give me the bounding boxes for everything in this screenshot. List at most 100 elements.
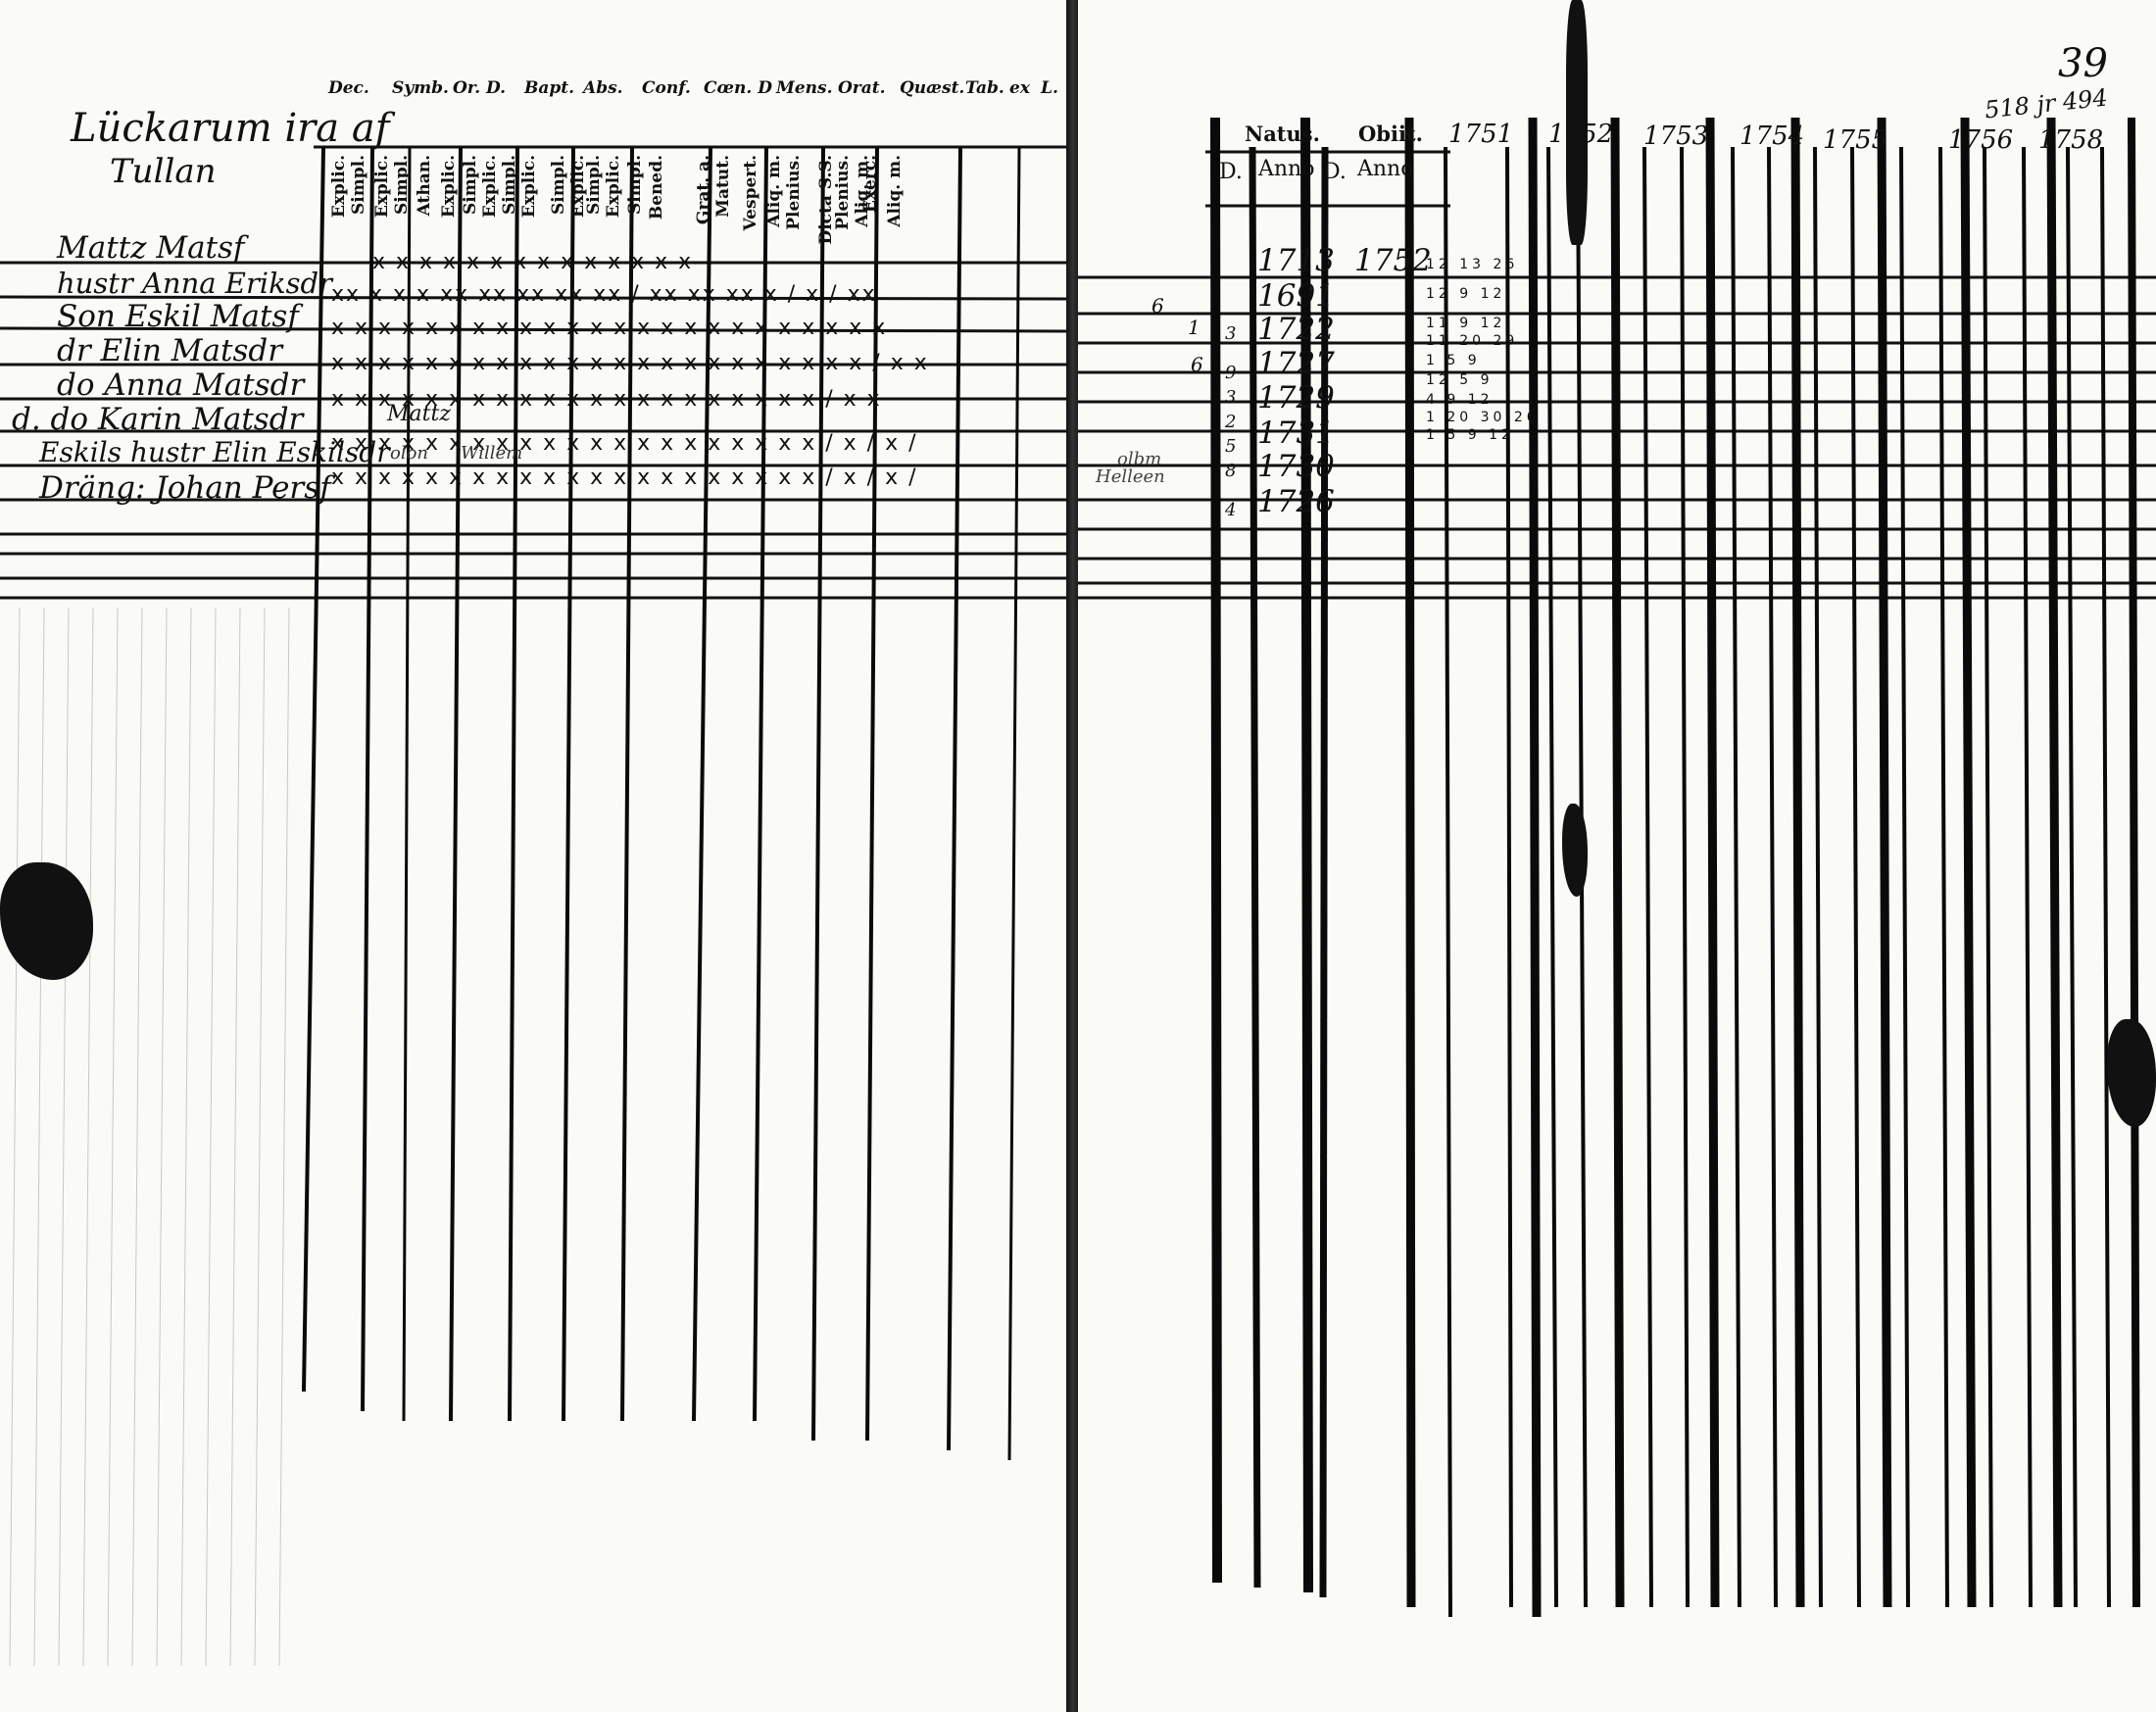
header-quaest: Quæst. bbox=[900, 78, 965, 98]
margin-note-1: olbm bbox=[1117, 449, 1162, 469]
right-ruling bbox=[1078, 117, 2156, 1618]
year-1758: 1758 bbox=[2038, 125, 2104, 155]
birth-year-7: 1730 bbox=[1257, 449, 1335, 484]
side-num-8: 4 bbox=[1225, 500, 1237, 520]
year-1753: 1753 bbox=[1643, 122, 1709, 151]
header-conf: Conf. bbox=[642, 78, 691, 98]
sub-header-6: Explic. bbox=[439, 155, 459, 219]
right-page: 39 518 jr 494 Natus. Obiit. D. Anno D. A… bbox=[1078, 0, 2156, 1712]
side-num-4: 3 bbox=[1225, 387, 1237, 408]
sub-header-3: Explic. bbox=[372, 155, 392, 219]
name-row-2: hustr Anna Eriksdr bbox=[57, 267, 332, 300]
header-tab: Tab. bbox=[965, 78, 1004, 98]
birth-year-2: 1691 bbox=[1257, 278, 1335, 314]
marks-row-4: x x x x x x x x x x x x x x x x x x x x … bbox=[331, 351, 929, 375]
header-or-d: Or. D. bbox=[453, 78, 507, 98]
name-row-8: Dräng: Johan Persf bbox=[39, 470, 331, 506]
header-coen-d: Cœn. D bbox=[704, 78, 772, 98]
sub-header-21: Plenius. bbox=[784, 155, 804, 230]
sub-header-9: Simpl. bbox=[500, 155, 519, 215]
marks-row-6: x x x x x x x x x x x x x x x x x x x x … bbox=[331, 431, 918, 456]
cell-row-8: 1 20 30 26 bbox=[1426, 410, 1540, 425]
page-damage bbox=[0, 862, 93, 980]
subheader-anno-natus: Anno bbox=[1258, 157, 1315, 181]
sub-header-2: Simpl. bbox=[349, 155, 368, 215]
sub-header-26: Aliq. m. bbox=[885, 155, 905, 227]
birth-day-4: 6 bbox=[1191, 353, 1203, 376]
sub-header-20: Aliq. m. bbox=[764, 155, 784, 227]
sub-header-23: Plenius. bbox=[833, 155, 853, 230]
sub-header-15: Simpl. bbox=[625, 155, 645, 215]
sub-header-19: Vespert. bbox=[741, 155, 760, 231]
cell-row-2: 12 9 12 bbox=[1426, 286, 1506, 302]
marks-row-7: x x x x x x x x x x x x x x x x x x x x … bbox=[331, 465, 918, 490]
subheader-d-obiit: D. bbox=[1323, 160, 1347, 184]
ink-stain-top bbox=[1566, 0, 1588, 245]
note-olon: olon bbox=[390, 443, 429, 464]
cell-row-1: 12 13 26 bbox=[1426, 257, 1519, 272]
name-row-7: Eskils hustr Elin Eskilsdr bbox=[39, 436, 390, 468]
sub-header-10: Explic. bbox=[519, 155, 539, 219]
birth-year-8: 1726 bbox=[1257, 484, 1335, 519]
sub-header-5: Athan. bbox=[415, 155, 434, 217]
sub-header-11: Simpl. bbox=[549, 155, 568, 215]
cell-row-7: 4 9 12 bbox=[1426, 392, 1494, 408]
header-dec: Dec. bbox=[328, 78, 369, 98]
cell-row-5: 1 5 9 bbox=[1426, 353, 1481, 368]
sub-header-8: Explic. bbox=[480, 155, 500, 219]
side-num-7: 8 bbox=[1225, 461, 1237, 481]
sub-header-4: Simpl. bbox=[392, 155, 412, 215]
sub-header-16: Bened. bbox=[647, 155, 666, 220]
subheader-anno-obiit: Anno bbox=[1357, 157, 1414, 181]
margin-note-2: Helleen bbox=[1096, 466, 1165, 487]
side-num-6: 5 bbox=[1225, 436, 1237, 457]
folio-number: 39 bbox=[2058, 41, 2108, 86]
page-title-line-1: Lückarum ira af bbox=[71, 106, 390, 151]
header-bapt: Bapt. bbox=[524, 78, 575, 98]
death-year: 1752 bbox=[1354, 243, 1432, 278]
year-1754: 1754 bbox=[1740, 122, 1805, 151]
birth-day-2: 6 bbox=[1152, 294, 1164, 318]
cell-row-6: 12 5 9 bbox=[1426, 372, 1494, 388]
birth-year-6: 1731 bbox=[1257, 416, 1335, 451]
name-row-6: d. do Karin Matsdr bbox=[12, 402, 304, 437]
note-willem: Willem bbox=[461, 443, 523, 464]
sub-header-7: Simpl. bbox=[461, 155, 480, 215]
name-row-3: Son Eskil Matsf bbox=[57, 299, 299, 334]
name-row-4: dr Elin Matsdr bbox=[57, 333, 283, 368]
header-obiit: Obiit. bbox=[1358, 122, 1423, 146]
marks-row-2: xx x x x xx xx xx xx xx / xx xx xx x / x… bbox=[331, 282, 877, 307]
name-row-5: do Anna Matsdr bbox=[57, 367, 305, 403]
sub-header-13: Simpl. bbox=[584, 155, 604, 215]
sub-header-25: Exerc. bbox=[860, 155, 880, 214]
header-mens: Mens. bbox=[776, 78, 833, 98]
header-l: L. bbox=[1041, 78, 1058, 98]
note-mattz: Mattz bbox=[387, 402, 451, 426]
cell-row-3: 11 9 12 bbox=[1426, 316, 1506, 331]
header-abs: Abs. bbox=[583, 78, 623, 98]
side-num-5: 2 bbox=[1225, 412, 1237, 432]
page-damage-right bbox=[2107, 1019, 2156, 1127]
birth-year-4: 1727 bbox=[1257, 346, 1335, 381]
header-natus: Natus. bbox=[1245, 122, 1320, 146]
header-symb: Symb. bbox=[392, 78, 449, 98]
marks-row-1: x x x x x x x x x x x x x x bbox=[372, 250, 694, 274]
name-row-1: Mattz Matsf bbox=[57, 230, 245, 266]
marks-row-5: x x x x x x x x x x x x x x x x x x x x … bbox=[331, 387, 882, 412]
ink-stain-mid bbox=[1562, 804, 1588, 897]
header-ex: ex bbox=[1009, 78, 1030, 98]
subheader-d-natus: D. bbox=[1219, 160, 1243, 184]
birth-day-3: 1 bbox=[1188, 316, 1200, 339]
year-1756: 1756 bbox=[1948, 125, 2014, 155]
birth-year-1: 1713 bbox=[1257, 243, 1335, 278]
left-ruling bbox=[0, 145, 1069, 1667]
sub-header-14: Explic. bbox=[604, 155, 623, 219]
year-1755: 1755 bbox=[1823, 125, 1888, 155]
cell-row-4: 11 20 29 bbox=[1426, 333, 1519, 349]
birth-year-5: 1729 bbox=[1257, 380, 1335, 416]
side-num-3: 9 bbox=[1225, 363, 1237, 383]
side-num-2: 3 bbox=[1225, 323, 1237, 344]
header-orat: Orat. bbox=[838, 78, 886, 98]
birth-year-3: 1722 bbox=[1257, 312, 1335, 347]
